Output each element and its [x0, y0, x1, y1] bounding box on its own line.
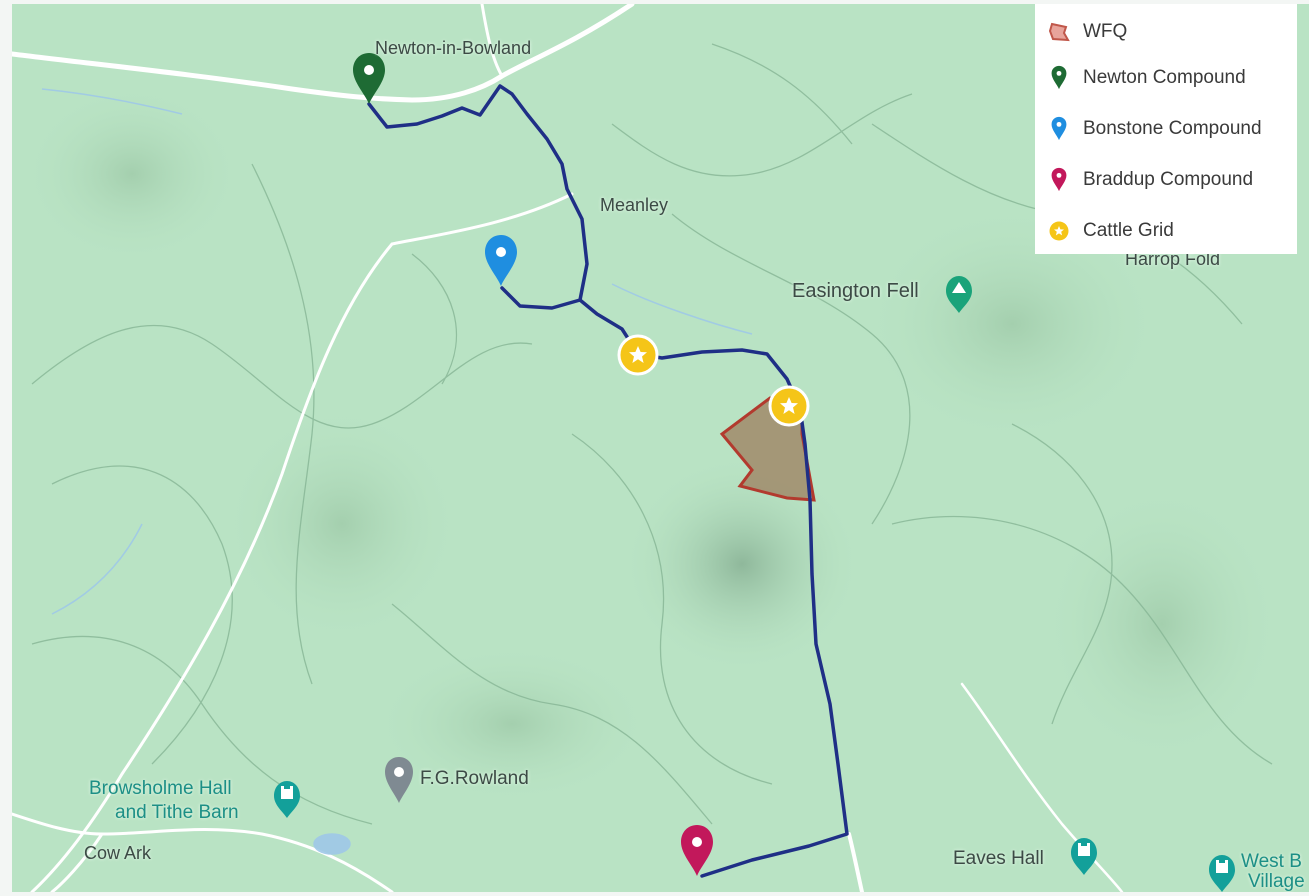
- fg-rowland-pin[interactable]: [385, 757, 413, 803]
- place-label-eaves-hall: Eaves Hall: [953, 848, 1044, 869]
- braddup-compound-pin[interactable]: [681, 825, 713, 876]
- legend-item-braddup-compound[interactable]: Braddup Compound: [1045, 154, 1287, 205]
- browsholme-hall-castle-icon[interactable]: [274, 781, 300, 818]
- legend-label: Braddup Compound: [1083, 168, 1254, 190]
- place-label-west-b: West B: [1241, 851, 1302, 872]
- place-label-newton-in-bowland: Newton-in-Bowland: [375, 38, 532, 58]
- place-label-cow-ark: Cow Ark: [84, 843, 152, 863]
- place-label-fg-rowland: F.G.Rowland: [420, 768, 529, 789]
- route-line[interactable]: [367, 84, 849, 878]
- legend-label: WFQ: [1083, 21, 1128, 42]
- bonstone-compound-pin[interactable]: [485, 235, 517, 286]
- place-label-tithe-barn: and Tithe Barn: [115, 802, 239, 823]
- map-pin-icon: [1045, 115, 1073, 143]
- legend-item-bonstone-compound[interactable]: Bonstone Compound: [1045, 103, 1287, 154]
- map-canvas[interactable]: [12, 4, 1309, 892]
- map-legend: WFQ Newton Compound Bonstone Compound Br…: [1035, 4, 1297, 254]
- cattle-grid-marker[interactable]: [617, 334, 659, 376]
- polygon-icon: [1045, 18, 1073, 46]
- legend-item-wfq[interactable]: WFQ: [1045, 12, 1287, 52]
- cattle-grid-marker[interactable]: [768, 385, 810, 427]
- legend-label: Newton Compound: [1083, 66, 1246, 88]
- map-pin-icon: [1045, 166, 1073, 194]
- map-pin-icon: [1045, 64, 1073, 92]
- legend-item-newton-compound[interactable]: Newton Compound: [1045, 52, 1287, 103]
- place-label-village: Village: [1248, 871, 1305, 892]
- west-b-village-castle-icon[interactable]: [1209, 855, 1235, 892]
- star-icon: [1045, 217, 1073, 245]
- newton-compound-pin[interactable]: [353, 53, 385, 104]
- place-label-browsholme-hall: Browsholme Hall: [89, 778, 232, 799]
- streams: [41, 88, 753, 855]
- place-label-easington-fell: Easington Fell: [792, 280, 919, 302]
- easington-fell-mountain-icon[interactable]: [946, 276, 972, 313]
- legend-item-cattle-grid[interactable]: Cattle Grid: [1045, 205, 1287, 256]
- place-label-meanley: Meanley: [600, 195, 669, 215]
- terrain-shading: [22, 84, 1282, 804]
- legend-label: Bonstone Compound: [1083, 117, 1262, 139]
- contour-lines: [31, 43, 1273, 825]
- legend-label: Cattle Grid: [1083, 219, 1174, 241]
- eaves-hall-castle-icon[interactable]: [1071, 838, 1097, 875]
- place-label-harrop-fold: Harrop Fold: [1125, 249, 1221, 269]
- roads: [12, 4, 1124, 892]
